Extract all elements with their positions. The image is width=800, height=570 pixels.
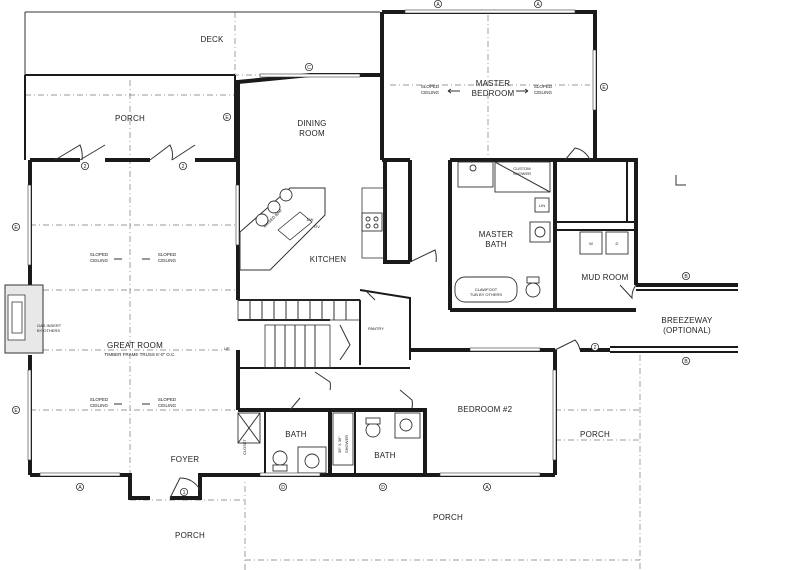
note-shower-2: SHOWER [344, 435, 349, 453]
room-label-porch-nw: PORCH [115, 114, 145, 123]
room-label-master-bed-1: MASTER [476, 79, 511, 88]
room-label-porch-e: PORCH [580, 430, 610, 439]
note-sloped: SLOPED [158, 397, 177, 402]
note-ceiling: CEILING [421, 90, 440, 95]
note-w: W [589, 241, 593, 246]
tag-a-bot-1: A [76, 482, 85, 491]
tag-d-2: D [378, 482, 387, 491]
room-label-pantry: PANTRY [368, 326, 384, 331]
note-sloped: SLOPED [534, 84, 553, 89]
note-sloped: SLOPED [421, 84, 440, 89]
note-sloped: SLOPED [90, 252, 109, 257]
room-label-mud-room: MUD ROOM [582, 273, 629, 282]
note-up: UP [224, 346, 230, 351]
room-label-great-room: GREAT ROOM [107, 341, 163, 350]
tag-e-4: E [11, 405, 20, 414]
note-ceiling: CEILING [158, 403, 177, 408]
svg-text:E: E [14, 408, 18, 414]
tag-e-1: E [222, 113, 231, 122]
slope-arrows [114, 88, 529, 405]
room-label-foyer: FOYER [171, 455, 200, 464]
note-shower-1: 36" X 36" [337, 436, 342, 453]
svg-text:D: D [281, 485, 285, 491]
note-dw: DW [307, 217, 314, 222]
svg-text:A: A [485, 485, 489, 491]
note-custom-shower-2: SHOWER [513, 171, 531, 176]
note-clawfoot-1: CLAWFOOT [475, 287, 498, 292]
room-label-kitchen: KITCHEN [310, 255, 347, 264]
stairs [237, 299, 361, 369]
tag-a-top-2: A [534, 0, 543, 8]
windows [27, 9, 597, 477]
tag-a-top-1: A [433, 0, 442, 8]
master-bath-fixtures [454, 161, 551, 303]
note-ov: OV [314, 224, 320, 229]
tag-1: 1 [179, 487, 188, 496]
svg-text:E: E [14, 225, 18, 231]
note-lin: LIN [539, 203, 545, 208]
tag-2-3: 2 [591, 342, 600, 351]
room-label-dining-1: DINING [297, 119, 326, 128]
svg-text:C: C [307, 65, 311, 71]
svg-text:B: B [684, 359, 688, 365]
tag-c: C [304, 63, 313, 72]
svg-text:A: A [436, 2, 440, 8]
note-sloped: SLOPED [158, 252, 177, 257]
svg-text:1: 1 [183, 490, 186, 496]
note-timber-truss: TIMBER FRAME TRUSS 6'-0" O.C. [104, 352, 175, 357]
svg-text:E: E [225, 115, 229, 121]
svg-text:A: A [536, 2, 540, 8]
room-label-breezeway-1: BREEZEWAY [661, 316, 713, 325]
svg-text:E: E [602, 85, 606, 91]
note-gas-insert-1: GAS INSERT [37, 323, 62, 328]
tag-bubbles: A A C E E E E 2 2 2 B B A 1 D D A [11, 0, 691, 496]
walls [4, 10, 738, 500]
tag-d-1: D [278, 482, 287, 491]
note-ceiling: CEILING [158, 258, 177, 263]
washer-dryer [579, 231, 629, 255]
svg-text:D: D [381, 485, 385, 491]
note-ceiling: CEILING [90, 403, 109, 408]
note-clawfoot-2: TUB BY OTHERS [470, 292, 502, 297]
room-label-master-bath-1: MASTER [479, 230, 514, 239]
tag-e-3: E [11, 222, 20, 231]
room-label-master-bed-2: BEDROOM [472, 89, 515, 98]
note-gas-insert-2: BY OTHERS [37, 328, 60, 333]
room-label-porch-sw: PORCH [175, 531, 205, 540]
room-label-porch-s: PORCH [433, 513, 463, 522]
room-label-dining-2: ROOM [299, 129, 325, 138]
bath-fixtures [237, 412, 421, 474]
svg-text:B: B [684, 274, 688, 280]
note-d: D [616, 241, 619, 246]
note-sloped: SLOPED [90, 397, 109, 402]
room-label-bedroom2: BEDROOM #2 [458, 405, 513, 414]
note-closet: CLOSET [242, 438, 247, 455]
room-label-deck: DECK [200, 35, 223, 44]
plan-notes: SLOPED CEILING SLOPED CEILING SLOPED CEI… [37, 84, 619, 455]
tag-b-1: B [682, 271, 691, 280]
room-label-bath1: BATH [285, 430, 307, 439]
room-label-bath2: BATH [374, 451, 396, 460]
svg-text:2: 2 [594, 345, 597, 351]
svg-text:2: 2 [182, 164, 185, 170]
tag-2-1: 2 [81, 161, 90, 170]
room-label-breezeway-2: (OPTIONAL) [663, 326, 711, 335]
room-label-master-bath-2: BATH [485, 240, 507, 249]
svg-text:A: A [78, 485, 82, 491]
tag-e-2: E [600, 83, 609, 92]
tag-b-2: B [682, 356, 691, 365]
corner-mark [675, 175, 686, 186]
kitchen-island [239, 187, 385, 271]
svg-text:2: 2 [84, 164, 87, 170]
note-ceiling: CEILING [534, 90, 553, 95]
tag-a-bot-2: A [482, 482, 491, 491]
grid-lines [24, 11, 641, 570]
note-custom-shower-1: CUSTOM [513, 166, 530, 171]
note-ceiling: CEILING [90, 258, 109, 263]
tag-2-2: 2 [178, 161, 187, 170]
room-labels: DECK PORCH DINING ROOM MASTER BEDROOM KI… [107, 35, 713, 540]
doors [54, 144, 637, 499]
